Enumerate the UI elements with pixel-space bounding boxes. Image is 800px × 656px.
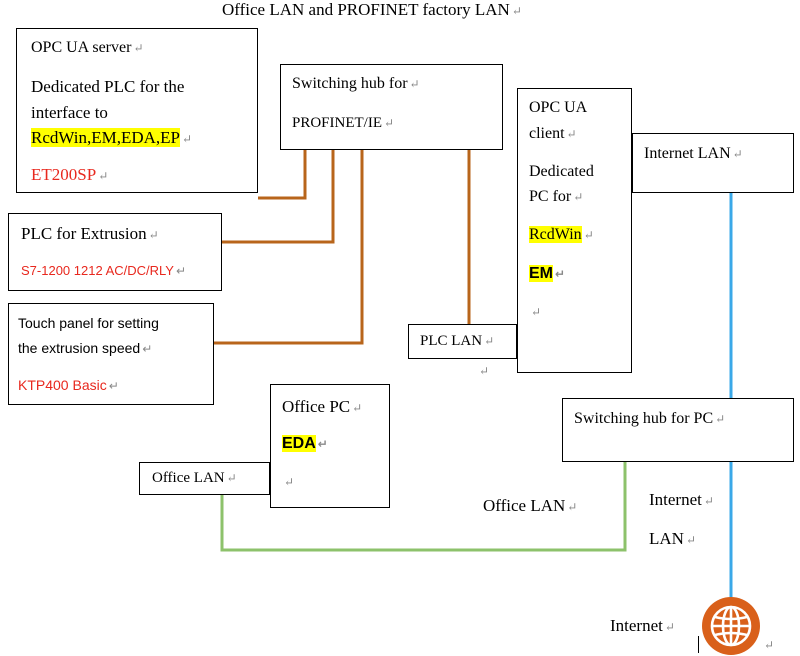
touch-panel-box: Touch panel for setting the extrusion sp… [8, 303, 214, 405]
plc-extrusion-box: PLC for Extrusion↵ S7-1200 1212 AC/DC/RL… [8, 213, 222, 291]
office-pc-title: Office PC↵ [282, 397, 363, 416]
opcua-client-line-1: OPC UA [529, 99, 588, 116]
switch-pc-box: Switching hub for PC↵ [562, 398, 794, 462]
opcua-client-line-4: PC for↵ [529, 188, 584, 205]
office-lan-text: Office LAN↵ [483, 496, 578, 515]
opcua-server-desc-2: interface to [31, 103, 108, 122]
line-opcua-server-to-switch [258, 150, 307, 200]
opcua-server-box: OPC UA server↵ Dedicated PLC for the int… [16, 28, 258, 193]
opcua-server-desc-1: Dedicated PLC for the [31, 77, 185, 96]
touch-panel-line-2: the extrusion speed↵ [18, 340, 153, 356]
internet-text: Internet↵ [610, 616, 675, 635]
switch-profinet-label-2: PROFINET/IE↵ [292, 115, 395, 131]
touch-panel-model: KTP400 Basic↵ [18, 377, 119, 393]
opcua-client-app-2: EM↵ [529, 265, 566, 282]
opcua-server-title: OPC UA server↵ [31, 39, 144, 56]
opcua-server-apps: RcdWin,EM,EDA,EP↵ [31, 128, 193, 147]
switch-profinet-box: Switching hub for↵ PROFINET/IE↵ [280, 64, 503, 150]
office-lan-box-label: Office LAN↵ [152, 470, 237, 486]
opcua-client-line-3: Dedicated [529, 163, 594, 180]
office-lan-box: Office LAN↵ [139, 462, 270, 495]
globe-icon [702, 597, 760, 655]
internet-lan-box-label: Internet LAN↵ [644, 145, 743, 162]
internet-lan-box: Internet LAN↵ [632, 133, 794, 193]
switch-pc-label: Switching hub for PC↵ [574, 410, 726, 427]
opcua-client-box: OPC UA client↵ Dedicated PC for↵ RcdWin↵… [517, 88, 632, 373]
line-touch-panel-to-switch [214, 150, 364, 345]
internet-lan-text-1: Internet↵ [649, 490, 714, 509]
opcua-server-model: ET200SP↵ [31, 165, 109, 184]
globe-return-mark: ↵ [764, 638, 775, 652]
touch-panel-line-1: Touch panel for setting [18, 315, 159, 331]
office-pc-blank: ↵ [284, 475, 295, 489]
line-plc-extrusion-to-switch [222, 150, 335, 244]
plc-extrusion-model: S7-1200 1212 AC/DC/RLY↵ [21, 263, 187, 278]
opcua-client-line-2: client↵ [529, 125, 577, 142]
plc-lan-label: PLC LAN↵ [420, 333, 495, 349]
plc-extrusion-title: PLC for Extrusion↵ [21, 224, 159, 243]
plc-lan-box: PLC LAN↵ [408, 324, 517, 359]
plc-lan-return-mark: ↵ [479, 364, 490, 378]
switch-profinet-label-1: Switching hub for↵ [292, 75, 420, 92]
office-pc-app: EDA↵ [282, 435, 328, 452]
page-title: Office LAN and PROFINET factory LAN↵ [222, 0, 522, 19]
text-cursor [698, 636, 699, 653]
opcua-client-app-1: RcdWin↵ [529, 226, 594, 243]
office-pc-box: Office PC↵ EDA↵ ↵ [270, 384, 390, 508]
line-office-lan [220, 462, 627, 552]
internet-lan-text-2: LAN↵ [649, 529, 697, 548]
opcua-client-blank: ↵ [531, 305, 542, 319]
